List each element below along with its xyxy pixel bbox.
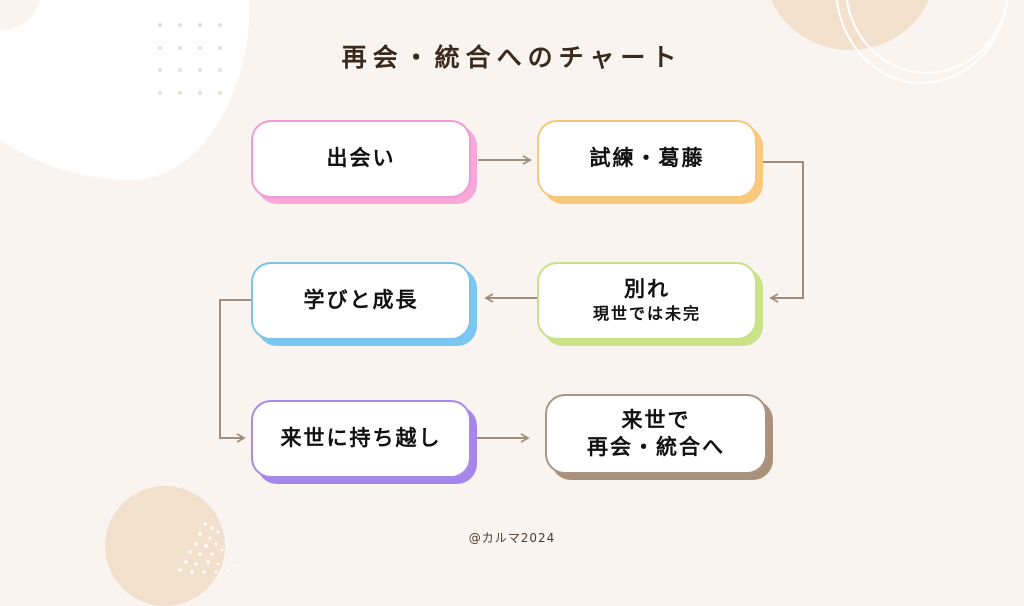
node-parting: 別れ 現世では未完 bbox=[537, 262, 757, 340]
node-reunion-line1: 来世で bbox=[621, 407, 691, 432]
node-meeting-label: 出会い bbox=[326, 146, 396, 171]
node-reunion: 来世で 再会・統合へ bbox=[545, 394, 767, 474]
arrow-trial-to-parting bbox=[763, 161, 804, 303]
node-carry-over: 来世に持ち越し bbox=[251, 400, 471, 478]
node-learning-growth: 学びと成長 bbox=[251, 262, 471, 340]
node-parting-label: 別れ bbox=[624, 277, 670, 302]
node-learning-growth-label: 学びと成長 bbox=[303, 288, 419, 313]
node-carry-over-label: 来世に持ち越し bbox=[280, 426, 442, 451]
chart-title: 再会・統合へのチャート bbox=[341, 43, 683, 72]
node-parting-sublabel: 現世では未完 bbox=[592, 304, 701, 324]
node-meeting: 出会い bbox=[251, 120, 471, 198]
decorative-dot-spray bbox=[178, 522, 245, 574]
node-trial-conflict: 試練・葛藤 bbox=[537, 120, 757, 198]
node-trial-conflict-label: 試練・葛藤 bbox=[589, 146, 705, 171]
decorative-dot-grid bbox=[150, 14, 230, 104]
node-reunion-line2: 再会・統合へ bbox=[587, 435, 725, 459]
footer-credit: @カルマ2024 bbox=[468, 531, 556, 545]
arrow-learning-to-carry bbox=[219, 299, 251, 443]
